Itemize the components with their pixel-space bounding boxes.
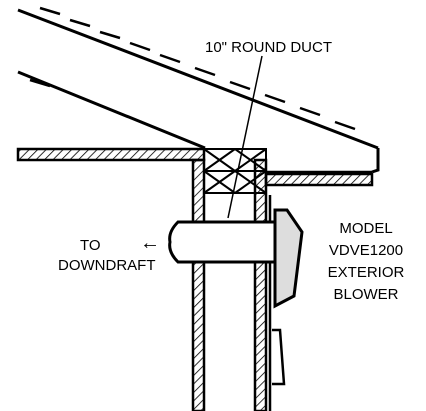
duct-leader-line	[227, 55, 263, 219]
blower-label-line-3: EXTERIOR	[327, 264, 405, 281]
downdraft-label: DOWNDRAFT	[58, 257, 156, 274]
round-duct	[168, 220, 277, 264]
wall-inner-board	[191, 158, 206, 411]
roof-lower-line	[17, 70, 206, 150]
roof-upper-line	[17, 6, 379, 150]
wall-outer-board	[253, 158, 268, 411]
blower-bracket	[272, 328, 286, 386]
blower-label: MODEL VDVE1200 EXTERIOR BLOWER	[318, 218, 414, 306]
blower-label-line-1: MODEL	[339, 220, 393, 237]
left-arrow-icon: ←	[140, 232, 160, 254]
blower-label-line-2: VDVE1200	[328, 242, 404, 259]
roof-fascia	[371, 148, 380, 174]
ceiling-board-left	[16, 147, 206, 162]
exterior-blower	[273, 208, 304, 309]
duct-label: 10" ROUND DUCT	[205, 39, 333, 56]
blower-label-line-4: BLOWER	[333, 286, 399, 303]
soffit-board-right	[264, 172, 374, 187]
to-label: TO	[80, 237, 101, 254]
